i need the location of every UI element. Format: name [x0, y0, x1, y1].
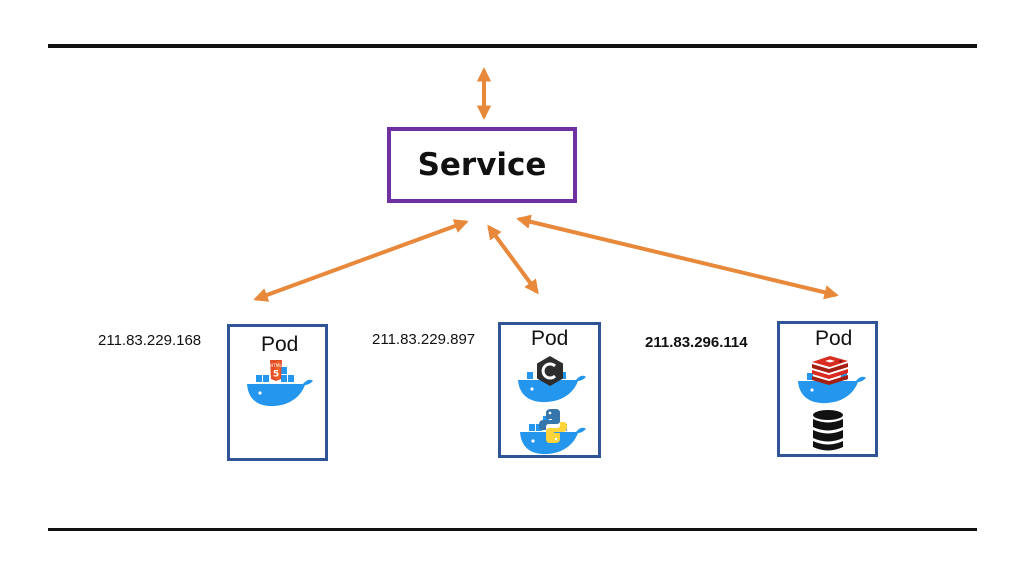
bottom-divider [48, 528, 977, 531]
arrow-to-pod-2 [487, 224, 539, 295]
pod-3-ip: 211.83.296.114 [645, 334, 748, 351]
pod-1: Pod HTML 5 [227, 324, 328, 461]
pod-1-ip: 211.83.229.168 [98, 332, 202, 349]
pod-2-ip: 211.83.229.897 [372, 331, 476, 348]
docker-html5-icon: HTML 5 [247, 360, 313, 407]
database-icon [813, 410, 843, 451]
docker-redis-icon [798, 356, 866, 404]
pod-2: Pod [498, 322, 601, 458]
pod-3-label: Pod [815, 327, 853, 350]
docker-csharp-icon [518, 356, 586, 403]
pod-3: Pod [777, 321, 878, 457]
html5-badge-text: HTML [270, 363, 282, 368]
docker-python-icon [520, 409, 586, 455]
pod-2-label: Pod [531, 327, 569, 350]
arrow-to-pod-1 [253, 219, 469, 302]
arrow-to-pod-3 [516, 214, 839, 300]
service-label: Service [417, 147, 547, 183]
pod-1-label: Pod [261, 333, 299, 356]
service-node: Service [387, 127, 577, 203]
svg-text:5: 5 [273, 370, 279, 380]
top-divider [48, 44, 977, 48]
